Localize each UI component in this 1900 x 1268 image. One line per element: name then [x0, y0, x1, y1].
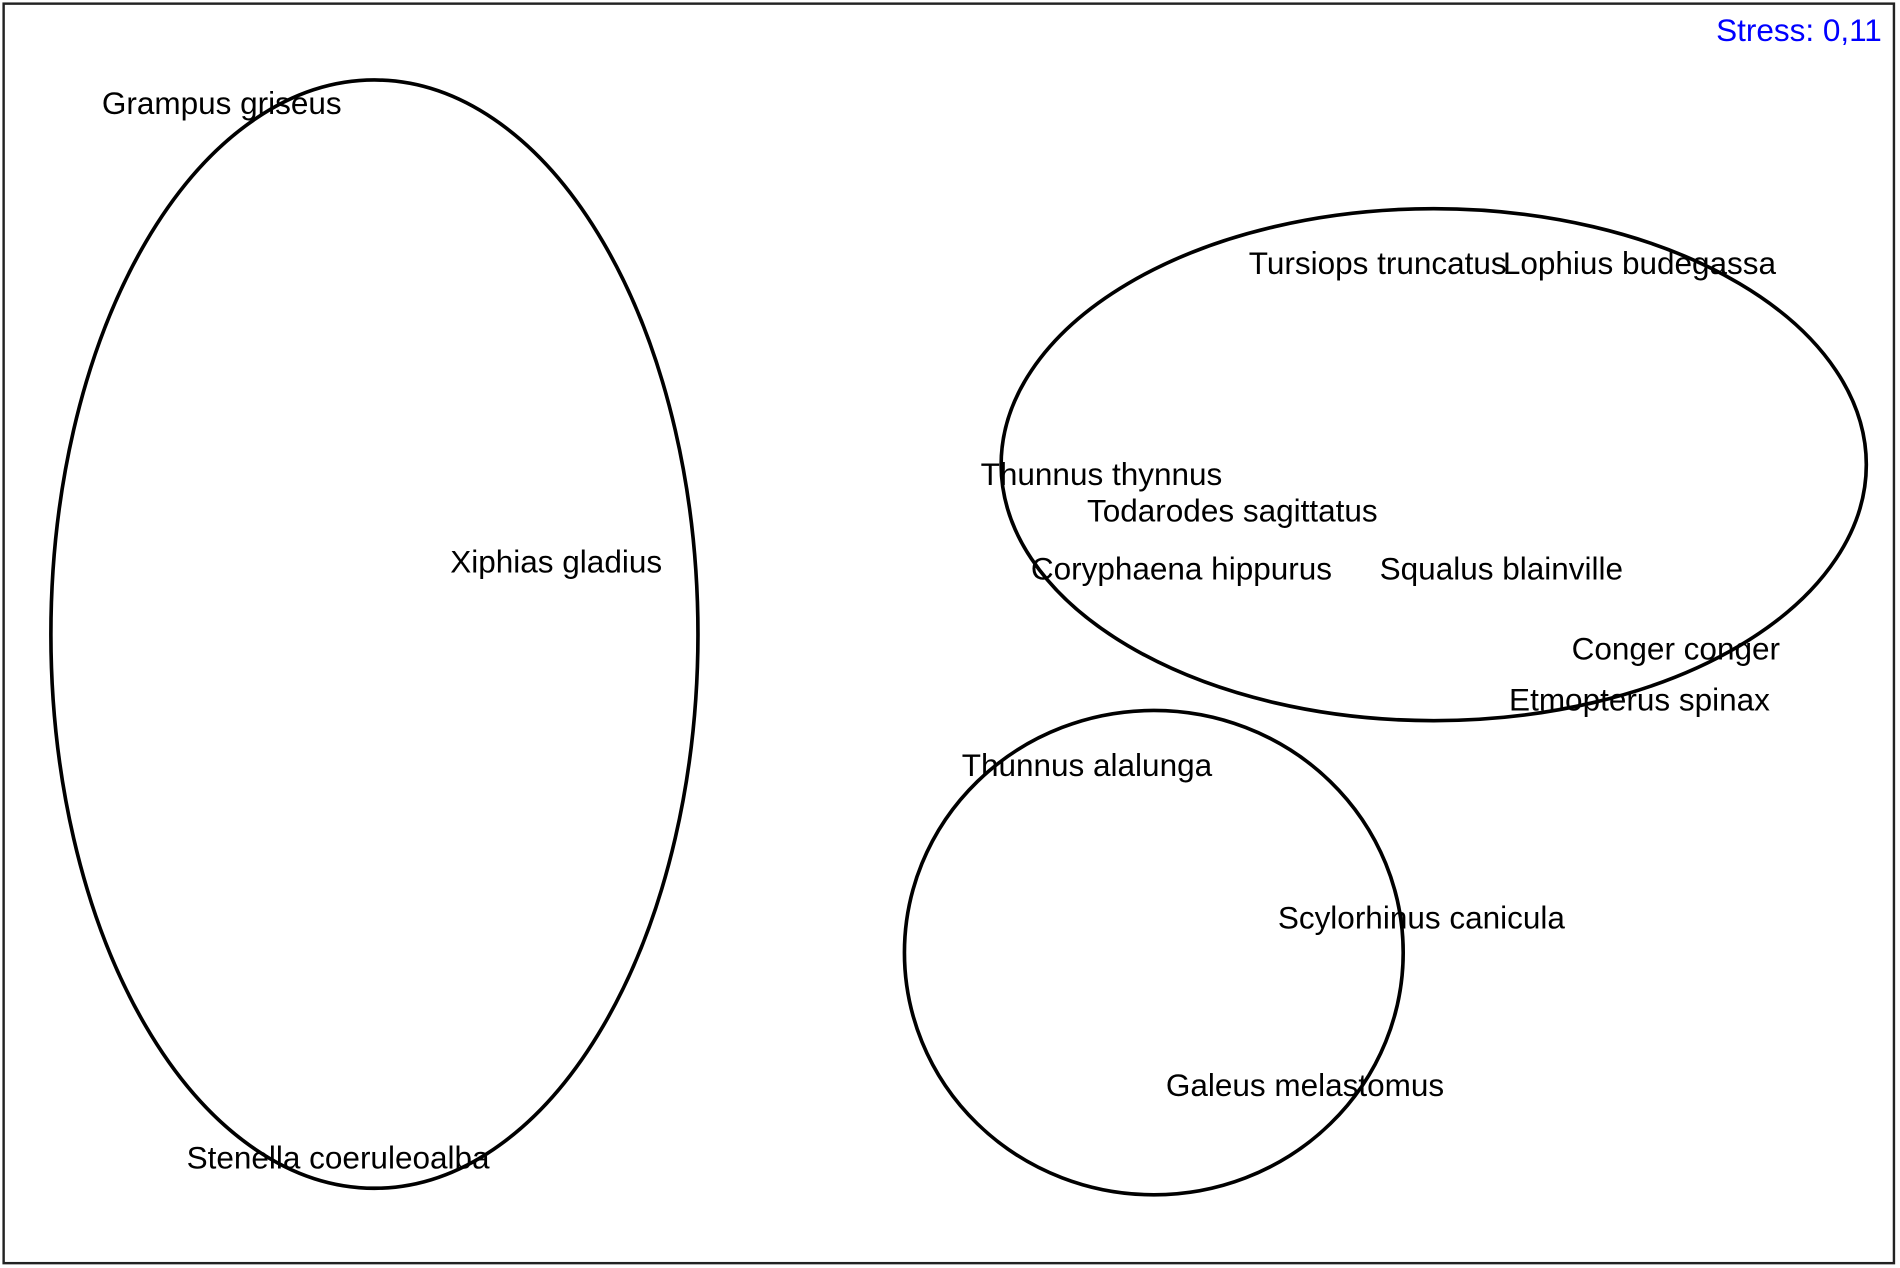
group-ellipse-3 [902, 708, 1406, 1197]
species-label: Todarodes sagittatus [1087, 492, 1378, 528]
group-ellipse-1 [49, 78, 700, 1191]
species-label: Grampus griseus [102, 85, 342, 121]
species-label: Coryphaena hippurus [1031, 551, 1332, 587]
species-label: Lophius budegassa [1503, 245, 1777, 281]
species-label: Galeus melastomus [1166, 1067, 1444, 1103]
species-label: Thunnus alalunga [962, 747, 1213, 783]
species-label: Etmopterus spinax [1509, 681, 1770, 717]
species-label: Thunnus thynnus [981, 456, 1223, 492]
species-label: Scylorhinus canicula [1278, 900, 1566, 936]
species-label: Squalus blainville [1380, 551, 1623, 587]
stress-annotation: Stress: 0,11 [1716, 12, 1882, 48]
group-ellipses [49, 78, 1869, 1197]
species-label: Tursiops truncatus [1249, 245, 1507, 281]
species-label: Xiphias gladius [450, 543, 662, 579]
species-label: Stenella coeruleoalba [187, 1140, 490, 1176]
species-label: Conger conger [1572, 631, 1780, 667]
group-ellipse-2 [999, 206, 1869, 723]
